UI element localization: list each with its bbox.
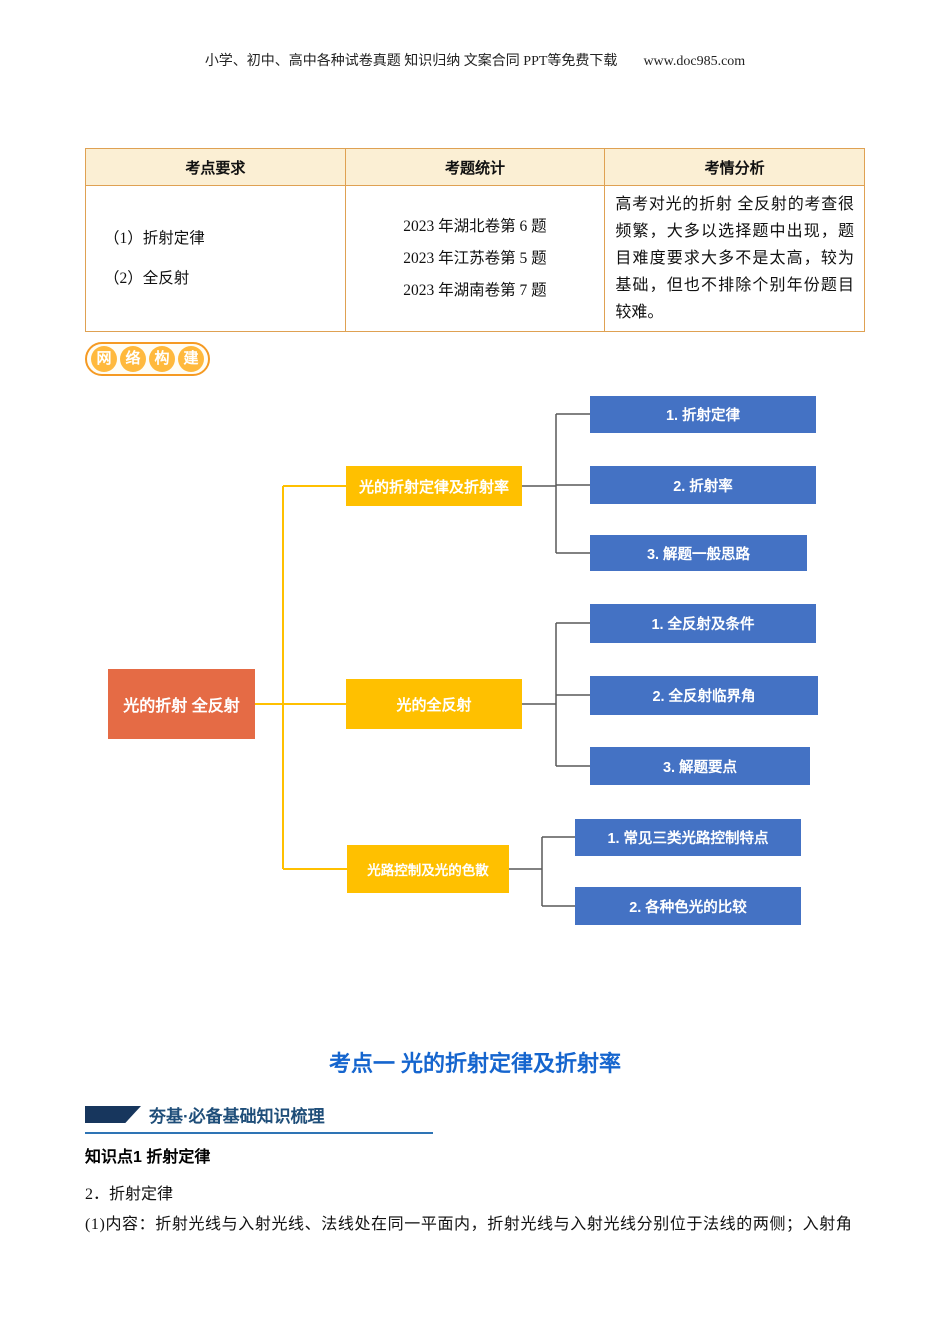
subheader-foundation: 夯基·必备基础知识梳理 xyxy=(85,1102,433,1134)
section-title: 考点一 光的折射定律及折射率 xyxy=(328,1051,622,1076)
refraction-law-content-line: (1)内容：折射光线与入射光线、法线处在同一平面内，折射光线与入射光线分别位于法… xyxy=(85,1216,853,1233)
badge-char-3: 构 xyxy=(149,346,175,372)
cell-exam-points: （1）折射定律 （2）全反射 xyxy=(85,185,346,332)
table-body-row: （1）折射定律 （2）全反射 2023 年湖北卷第 6 题 2023 年江苏卷第… xyxy=(85,185,865,332)
badge-char-2: 络 xyxy=(120,346,146,372)
exam-info-table: 考点要求 考题统计 考情分析 （1）折射定律 （2）全反射 2023 年湖北卷第… xyxy=(85,148,865,332)
site-header-text: 小学、初中、高中各种试卷真题 知识归纳 文案合同 PPT等免费下载 xyxy=(204,54,618,69)
mindmap-leaf-refraction-index: 2. 折射率 xyxy=(590,466,816,504)
mindmap-leaf-critical-angle: 2. 全反射临界角 xyxy=(590,676,818,715)
mindmap-leaf-total-reflection-conditions: 1. 全反射及条件 xyxy=(590,604,816,643)
mindmap-leaf-refraction-law: 1. 折射定律 xyxy=(590,396,816,433)
mindmap-branch-refraction-law: 光的折射定律及折射率 xyxy=(346,466,522,506)
col-header-points: 考点要求 xyxy=(85,148,346,186)
site-url-link[interactable]: www.doc985.com xyxy=(643,54,746,69)
badge-char-4: 建 xyxy=(178,346,204,372)
mindmap-leaf-solving-approach: 3. 解题一般思路 xyxy=(590,535,807,571)
mindmap-branch-light-path: 光路控制及光的色散 xyxy=(347,845,509,893)
network-build-badge: 网 络 构 建 xyxy=(85,342,210,376)
mindmap-leaf-light-path-features: 1. 常见三类光路控制特点 xyxy=(575,819,801,856)
subheader-text: 夯基·必备基础知识梳理 xyxy=(149,1107,325,1126)
exam-info-table-wrap: 考点要求 考题统计 考情分析 （1）折射定律 （2）全反射 2023 年湖北卷第… xyxy=(85,148,865,332)
item-2-refraction-law: 2．折射定律 xyxy=(85,1186,174,1203)
mindmap-leaf-key-points: 3. 解题要点 xyxy=(590,747,810,785)
table-header-row: 考点要求 考题统计 考情分析 xyxy=(85,148,865,186)
badge-char-1: 网 xyxy=(91,346,117,372)
col-header-analysis: 考情分析 xyxy=(604,148,865,186)
exam-analysis-text: 高考对光的折射 全反射的考查很频繁，大多以选择题中出现，题目难度要求大多不是太高… xyxy=(615,196,854,321)
exam-stat-2: 2023 年江苏卷第 5 题 xyxy=(403,249,547,267)
exam-stat-1: 2023 年湖北卷第 6 题 xyxy=(403,217,547,235)
exam-point-1: （1）折射定律 xyxy=(104,229,205,247)
flag-shape-icon xyxy=(85,1106,141,1123)
exam-point-2: （2）全反射 xyxy=(104,269,190,287)
site-header: 小学、初中、高中各种试卷真题 知识归纳 文案合同 PPT等免费下载 www.do… xyxy=(0,50,950,70)
mindmap-root-node: 光的折射 全反射 xyxy=(108,669,255,739)
mindmap-leaf-color-comparison: 2. 各种色光的比较 xyxy=(575,887,801,925)
cell-exam-analysis: 高考对光的折射 全反射的考查很频繁，大多以选择题中出现，题目难度要求大多不是太高… xyxy=(604,185,865,332)
cell-exam-stats: 2023 年湖北卷第 6 题 2023 年江苏卷第 5 题 2023 年湖南卷第… xyxy=(344,185,606,332)
exam-stat-3: 2023 年湖南卷第 7 题 xyxy=(403,281,547,299)
knowledge-point-title: 知识点1 折射定律 xyxy=(85,1149,211,1166)
mindmap-branch-total-reflection: 光的全反射 xyxy=(346,679,522,729)
col-header-stats: 考题统计 xyxy=(344,148,606,186)
